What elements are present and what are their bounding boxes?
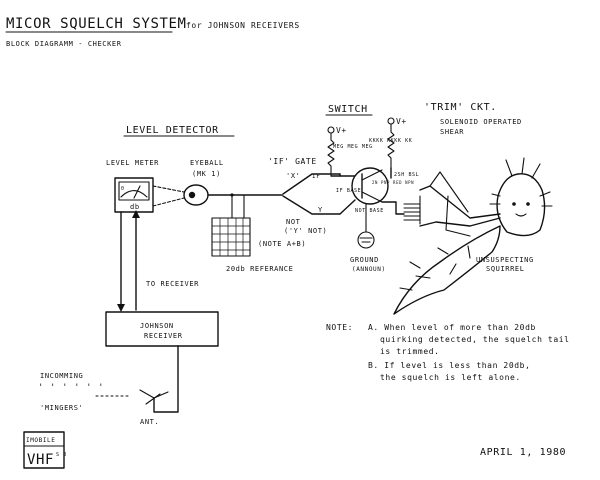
antenna-mast <box>145 393 161 405</box>
receiver-sub-label: RECEIVER <box>144 332 183 340</box>
receiver-label: JOHNSON <box>140 322 174 330</box>
shear-label: SHEAR <box>440 128 464 136</box>
vplus-label-2: V+ <box>396 117 407 126</box>
ground-label: GROUND <box>350 256 379 264</box>
vplus-terminal-1 <box>327 126 335 134</box>
shear-lower-blade <box>419 217 501 227</box>
not-label: NOT <box>286 218 301 226</box>
resistor-1-label: MEG MEG MEG <box>333 144 373 150</box>
if-gate-y: Y <box>318 206 323 214</box>
squirrel-label: UNSUSPECTING <box>476 256 534 264</box>
eyeball-icon <box>183 184 209 206</box>
if-gate-x: 'X' <box>286 172 300 180</box>
squirrel-mouth <box>515 213 527 217</box>
note-ab-label: (NOTE A+B) <box>258 240 306 248</box>
not-sub-label: ('Y' NOT) <box>284 227 327 235</box>
incoming-label: INCOMMING <box>40 372 83 380</box>
switch-heading: SWITCH <box>328 104 368 115</box>
diagram-date: APRIL 1, 1980 <box>480 447 566 458</box>
to-receiver-label: TO RECEIVER <box>146 280 199 288</box>
vplus-label-1: V+ <box>336 126 347 135</box>
solenoid-coil-icon <box>403 203 421 221</box>
vhf-logo-main: VHF <box>27 452 54 468</box>
trim-ckt-heading: 'TRIM' CKT. <box>424 102 497 113</box>
squirrel-whiskers <box>489 191 553 207</box>
level-meter-arc <box>120 189 148 198</box>
resistor-2 <box>387 123 395 169</box>
vhf-logo-side: S 3 <box>56 452 67 458</box>
if-gate-if: IF <box>312 173 320 180</box>
note-a-line-2: quirking detected, the squelch tail <box>380 335 570 344</box>
meter-to-eyeball-upper <box>152 185 185 193</box>
meter-to-eyeball-lower <box>152 197 185 207</box>
not-base-wire <box>339 199 356 215</box>
emitter-to-solenoid-wire <box>381 201 405 215</box>
title-suffix: for JOHNSON RECEIVERS <box>186 21 300 30</box>
eyeball-pupil <box>188 191 196 199</box>
shear-linkage <box>445 195 471 237</box>
transistor-collector <box>361 169 383 181</box>
squirrel-ears <box>505 157 541 179</box>
squirrel-tail <box>393 225 501 315</box>
level-meter-face <box>118 181 150 201</box>
diagram-title: MICOR SQUELCH SYSTEM <box>6 16 187 32</box>
incoming-sub-label: 'MINGERS' <box>40 404 83 412</box>
eyeball-label: EYEBALL <box>190 159 224 167</box>
receiver-to-antenna-wire <box>153 345 179 413</box>
note-b-line-2: the squelch is left alone. <box>380 373 521 382</box>
solenoid-label: SOLENOID OPERATED <box>440 118 522 126</box>
receiver-box <box>105 311 219 347</box>
incoming-marks: ' ' ' ' ' ' <box>38 383 104 393</box>
level-meter-label: LEVEL METER <box>106 159 159 167</box>
note-label: NOTE: <box>326 323 353 332</box>
if-gate-lower-path <box>282 195 341 215</box>
transistor-text: 2N PNP RED NPN <box>372 180 414 185</box>
shear-arm <box>429 171 469 213</box>
level-detector-heading: LEVEL DETECTOR <box>126 125 219 136</box>
if-base-label: IF BASE <box>336 188 361 194</box>
not-base-label: NOT BASE <box>355 208 384 214</box>
transistor-emitter <box>361 191 383 203</box>
arrow-up-icon <box>132 210 140 218</box>
vhf-logo-top: IMOBILE <box>26 437 56 444</box>
vplus-terminal-2 <box>387 117 395 125</box>
vhf-logo <box>23 431 65 469</box>
note-a-line-3: is trimmed. <box>380 347 440 356</box>
level-meter-box <box>114 177 154 213</box>
note-a-line-1: A. When level of more than 20db <box>368 323 536 332</box>
battery-label: 2SH BSL <box>394 172 419 178</box>
if-gate-label: 'IF' GATE <box>268 157 317 166</box>
antenna-label: ANT. <box>140 418 159 426</box>
reference-chart-grid <box>212 218 250 256</box>
antenna-icon <box>139 389 169 399</box>
transistor-icon <box>351 167 389 205</box>
squirrel-sub-label: SQUIRREL <box>486 265 525 273</box>
eyeball-sub-label: (MK 1) <box>192 170 221 178</box>
diagram-subtitle: BLOCK DIAGRAMM - CHECKER <box>6 40 122 48</box>
level-meter-scale: 0 <box>121 186 125 192</box>
level-meter-needle <box>133 185 141 199</box>
squirrel-eye-right <box>526 202 530 206</box>
resistor-1 <box>327 132 335 177</box>
reference-label: 20db REFERANCE <box>226 265 293 273</box>
squirrel-eye-left <box>512 202 516 206</box>
level-meter-db: db <box>130 203 140 211</box>
ground-sub-label: (ANNOUN) <box>352 266 386 273</box>
reference-chart <box>211 217 251 257</box>
resistor-2-label: KKKK KKKK KK <box>369 138 412 144</box>
shear-upper-blade <box>419 185 501 219</box>
squirrel-tail-fur <box>399 245 471 291</box>
note-b-line-1: B. If level is less than 20db, <box>368 361 531 370</box>
squirrel-body <box>496 173 546 237</box>
ground-icon <box>357 231 375 249</box>
arrow-down-icon <box>117 304 125 312</box>
